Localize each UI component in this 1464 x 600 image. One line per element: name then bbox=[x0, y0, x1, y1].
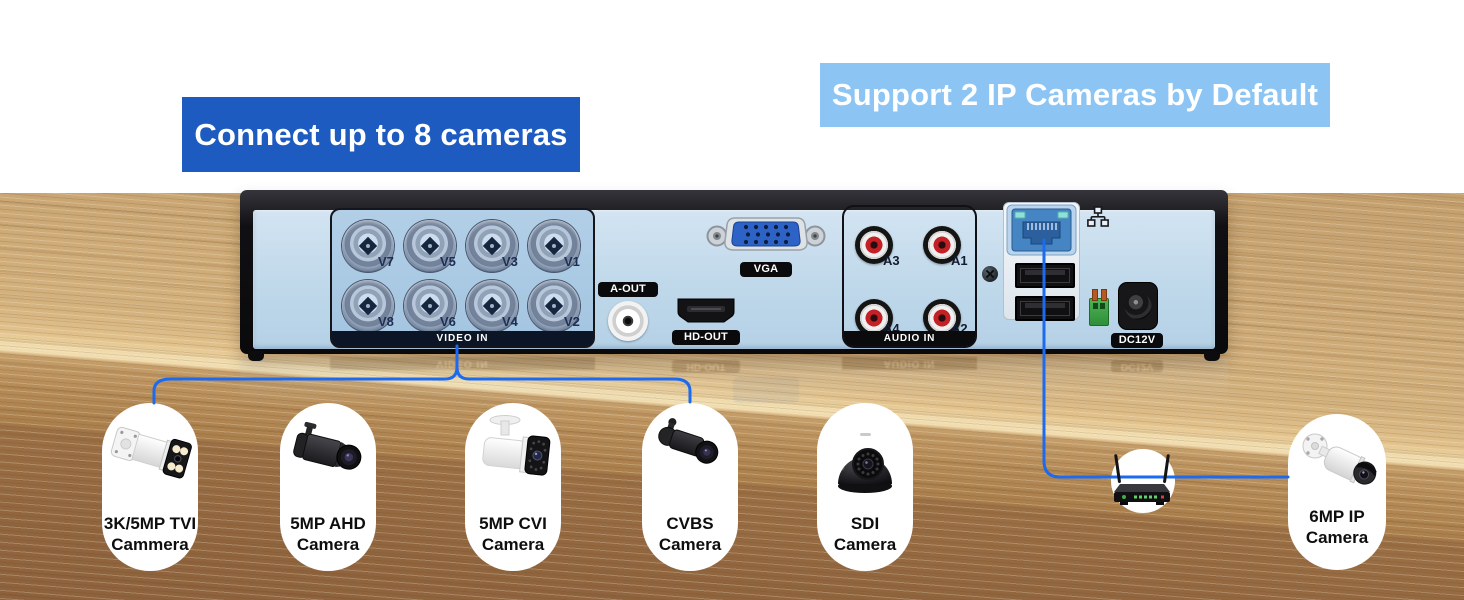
bnc-port-v4 bbox=[466, 280, 518, 332]
hd-out-label: HD-OUT bbox=[672, 330, 740, 345]
rca-port-a1 bbox=[923, 226, 961, 264]
port-label-v6: V6 bbox=[440, 314, 456, 329]
ethernet-port bbox=[1006, 204, 1077, 256]
video-in-panel: V7 V5 V3 V1 V8 V6 V4 V2 VIDEO IN bbox=[330, 208, 595, 348]
rca-port-a2 bbox=[923, 299, 961, 337]
usb-port-2 bbox=[1015, 296, 1075, 321]
bnc-port-v1 bbox=[528, 220, 580, 272]
audio-in-label: AUDIO IN bbox=[844, 331, 975, 346]
panel-screw bbox=[982, 266, 998, 282]
usb-port-1 bbox=[1015, 263, 1075, 288]
port-label-v5: V5 bbox=[440, 254, 456, 269]
vga-label: VGA bbox=[740, 262, 792, 277]
lan-network-icon bbox=[1087, 206, 1109, 227]
port-label-v4: V4 bbox=[502, 314, 518, 329]
dvr-rear-panel: V7 V5 V3 V1 V8 V6 V4 V2 VIDEO IN A-OUT bbox=[240, 190, 1228, 361]
rca-port-a4 bbox=[855, 299, 893, 337]
video-in-label: VIDEO IN bbox=[332, 331, 593, 346]
dvr-foot-left bbox=[248, 351, 264, 361]
port-label-v8: V8 bbox=[378, 314, 394, 329]
banner-connect-8-cameras: Connect up to 8 cameras bbox=[182, 97, 580, 172]
hdmi-port bbox=[677, 298, 735, 323]
a-out-label: A-OUT bbox=[598, 282, 658, 297]
port-label-a3: A3 bbox=[883, 253, 900, 268]
bnc-port-v5 bbox=[404, 220, 456, 272]
banner-support-ip-cameras: Support 2 IP Cameras by Default bbox=[820, 63, 1330, 127]
rca-port-a3 bbox=[855, 226, 893, 264]
bnc-port-v2 bbox=[528, 280, 580, 332]
bnc-port-v7 bbox=[342, 220, 394, 272]
port-label-v7: V7 bbox=[378, 254, 394, 269]
bnc-port-v6 bbox=[404, 280, 456, 332]
terminal-pin bbox=[1092, 289, 1098, 301]
audio-in-panel: A3 A1 A4 A2 AUDIO IN bbox=[842, 205, 977, 348]
port-label-v3: V3 bbox=[502, 254, 518, 269]
dc12v-label: DC12V bbox=[1111, 333, 1163, 348]
dvr-foot-right bbox=[1204, 351, 1220, 361]
terminal-pin bbox=[1101, 289, 1107, 301]
port-label-v1: V1 bbox=[564, 254, 580, 269]
bnc-port-v3 bbox=[466, 220, 518, 272]
rs485-terminal-block bbox=[1089, 298, 1109, 326]
vga-connector bbox=[706, 217, 826, 251]
bnc-port-v8 bbox=[342, 280, 394, 332]
port-label-v2: V2 bbox=[564, 314, 580, 329]
a-out-rca-port bbox=[608, 301, 648, 341]
dc-power-jack bbox=[1118, 282, 1158, 330]
router-card bbox=[1111, 449, 1175, 513]
port-label-a1: A1 bbox=[951, 253, 968, 268]
